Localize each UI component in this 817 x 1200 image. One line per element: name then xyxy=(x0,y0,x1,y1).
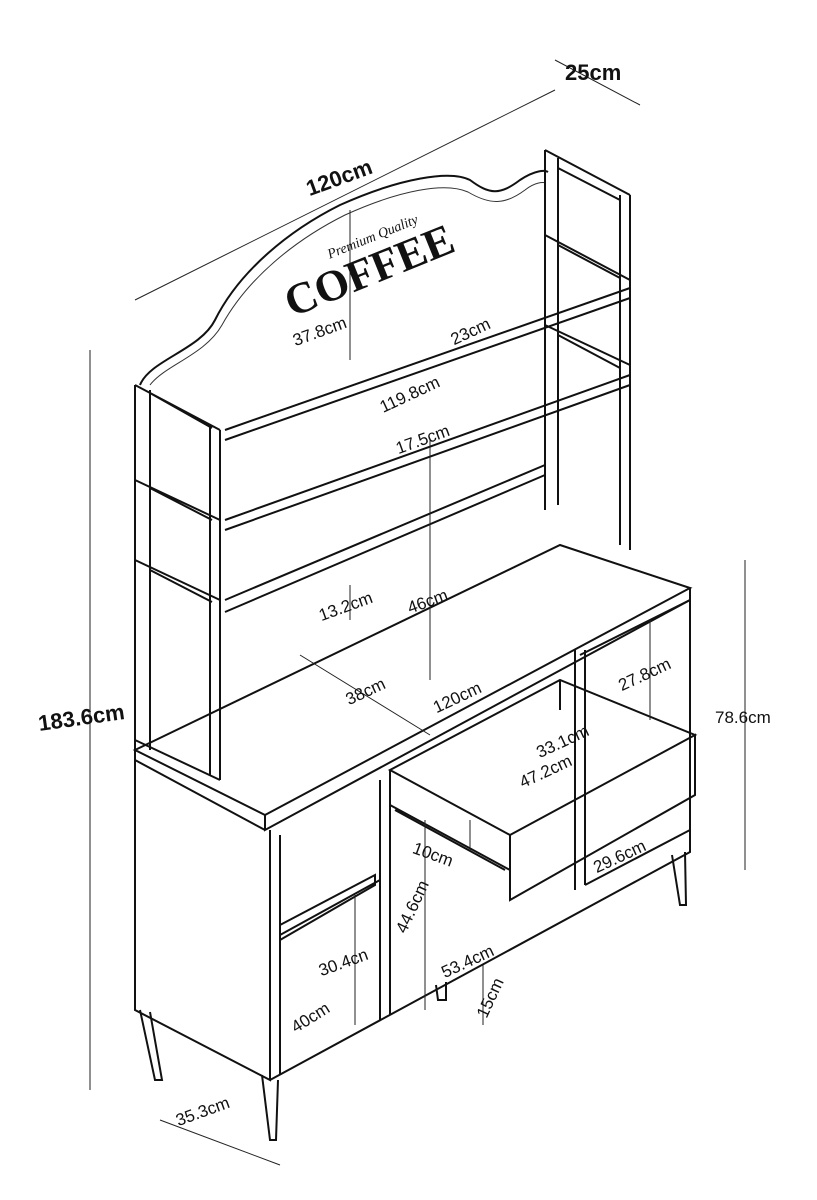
hutch-right-frame xyxy=(544,149,631,550)
drawer xyxy=(387,678,698,902)
cabinet-body xyxy=(134,599,691,1082)
top-shelf xyxy=(224,287,631,613)
hutch-left-frame xyxy=(134,384,221,781)
dimension-lines xyxy=(89,59,746,1166)
legs xyxy=(139,851,688,1141)
dim-depth-top: 25cm xyxy=(565,60,622,85)
dim-cabinet-height: 78.6cm xyxy=(715,708,771,727)
sign-panel xyxy=(139,170,549,386)
cabinet-top xyxy=(132,543,693,832)
